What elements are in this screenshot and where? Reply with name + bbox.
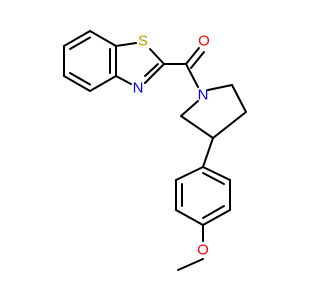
bond: [144, 63, 165, 84]
carbonyl-linker: [163, 47, 205, 88]
thiazole-ring: [115, 42, 165, 85]
bond: [115, 75, 132, 85]
bond: [115, 42, 137, 47]
double-bond-inner: [69, 72, 91, 86]
ether-oxygen-label: O: [197, 242, 209, 259]
double-bond-inner: [202, 172, 225, 185]
bond: [63, 30, 91, 47]
pyrrolidine-ring: [180, 84, 247, 139]
carbonyl-oxygen-label: O: [198, 33, 210, 50]
bond: [212, 111, 247, 139]
pyrrolidine-nitrogen-label: N: [198, 87, 209, 104]
methoxyphenyl-ring: [175, 137, 231, 271]
bond: [202, 166, 231, 181]
bond: [149, 48, 165, 65]
double-bond-inner: [69, 36, 91, 50]
benzene-ring: [63, 30, 117, 92]
bond: [180, 100, 199, 117]
sulfur-atom-label: S: [138, 33, 148, 50]
molecule-structure-diagram: S N N O O: [63, 30, 247, 271]
bond: [202, 137, 214, 168]
bond: [185, 63, 199, 88]
bond: [180, 115, 214, 139]
bond: [89, 30, 117, 47]
bond: [202, 209, 231, 226]
carbonyl-double-bond: [190, 51, 205, 69]
carbonyl-double-bond: [185, 47, 200, 65]
bond: [89, 75, 117, 92]
bond: [177, 258, 204, 271]
bond: [175, 209, 204, 226]
bond: [63, 75, 91, 92]
bond: [175, 166, 204, 181]
bond: [207, 84, 233, 91]
bond: [231, 84, 247, 113]
thiazole-nitrogen-label: N: [133, 80, 144, 97]
double-bond-inner: [144, 63, 159, 77]
double-bond-inner: [202, 205, 225, 219]
